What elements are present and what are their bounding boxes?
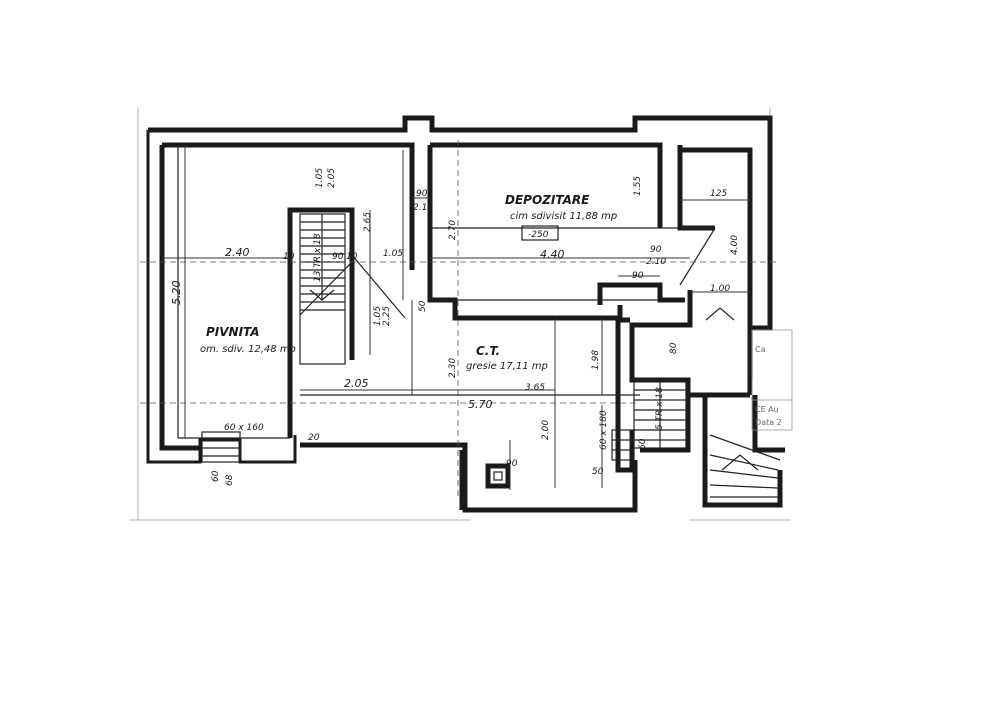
entry-steps	[201, 431, 241, 463]
side-stair	[611, 379, 687, 461]
dim-1-55: 1.55	[633, 176, 643, 196]
dimension-lines	[162, 145, 750, 490]
dim-90-a: 90	[416, 189, 428, 199]
dim-2-40: 2.40	[225, 246, 250, 259]
external-stair	[705, 307, 781, 498]
dim-2-65: 2.65	[363, 212, 373, 232]
room-area-ct: gresie 17,11 mp	[466, 361, 548, 372]
stamp-line-3: Data 2	[755, 418, 782, 427]
dim-50: 50	[418, 300, 428, 312]
partitions	[177, 145, 753, 439]
room-area-pivnita: om. sdiv. 12,48 mp	[200, 344, 296, 355]
chimney	[485, 463, 511, 489]
dim-3-65: 3.65	[525, 383, 545, 393]
stamp: Ca CE Au Data 2	[751, 329, 793, 431]
dim-2-10-b: 2.10	[646, 257, 666, 267]
dim-1-00: 1.00	[710, 284, 730, 294]
dim-2-05: 2.05	[327, 168, 337, 188]
dim-10-b: 10	[346, 252, 358, 262]
dim-1-05: 1.05	[315, 168, 325, 188]
dim-68: 68	[225, 474, 235, 486]
dim-5-20: 5.20	[170, 281, 183, 306]
dim-2-10-a: 2.10	[413, 203, 433, 213]
dim-125: 125	[710, 189, 727, 199]
dim-60x180: 60 x 180	[599, 410, 609, 450]
dim-50-b: 50	[592, 467, 604, 477]
dim-1-98: 1.98	[591, 350, 601, 370]
stamp-line-1: Ca	[755, 345, 766, 354]
dim-2-70: 2.70	[448, 220, 458, 240]
room-name-depozitare: DEPOZITARE	[505, 193, 590, 207]
dim-1-05-c: 1.05	[373, 306, 383, 326]
dim-1-05-b: 1.05	[383, 249, 403, 259]
dim-80: 80	[669, 342, 679, 354]
dim-60-b: 60	[211, 470, 221, 482]
room-name-ct: C.T.	[476, 344, 500, 358]
main-stair-label: 13 TR x 18	[313, 233, 323, 282]
stamp-line-2: CE Au	[755, 405, 779, 414]
room-name-pivnita: PIVNITA	[206, 325, 260, 339]
dimension-labels: 1.05 2.05 90 2.10 2.40 10 90 10 2.65 1.0…	[170, 168, 740, 486]
main-stair	[299, 213, 346, 365]
dim-4-40: 4.40	[540, 248, 565, 261]
dim-2-30: 2.30	[448, 358, 458, 378]
dim-10: 10	[283, 252, 295, 262]
level-mark-box	[521, 225, 559, 241]
dim-2-05-b: 2.05	[344, 377, 369, 390]
side-stair-label: 5 TR x 18	[655, 387, 665, 430]
dim-2-25: 2.25	[382, 306, 392, 326]
dim-90-d: 90	[632, 271, 644, 281]
dim-90-b: 90	[332, 252, 344, 262]
dim-4-00: 4.00	[730, 235, 740, 255]
dim-60x160: 60 x 160	[224, 423, 264, 433]
dim-20: 20	[308, 433, 320, 443]
axis-lines	[140, 140, 780, 500]
dim-90-e: 90	[506, 459, 518, 469]
dim-60: 60	[638, 438, 648, 450]
exterior-walls	[146, 115, 785, 513]
paper-edges	[130, 108, 790, 521]
dim-90-c: 90	[650, 245, 662, 255]
dim-5-70: 5.70	[468, 398, 493, 411]
room-area-depozitare: cim sdivisit 11,88 mp	[510, 211, 617, 222]
level-mark: -250	[528, 230, 549, 240]
dim-2-00: 2.00	[541, 420, 551, 440]
